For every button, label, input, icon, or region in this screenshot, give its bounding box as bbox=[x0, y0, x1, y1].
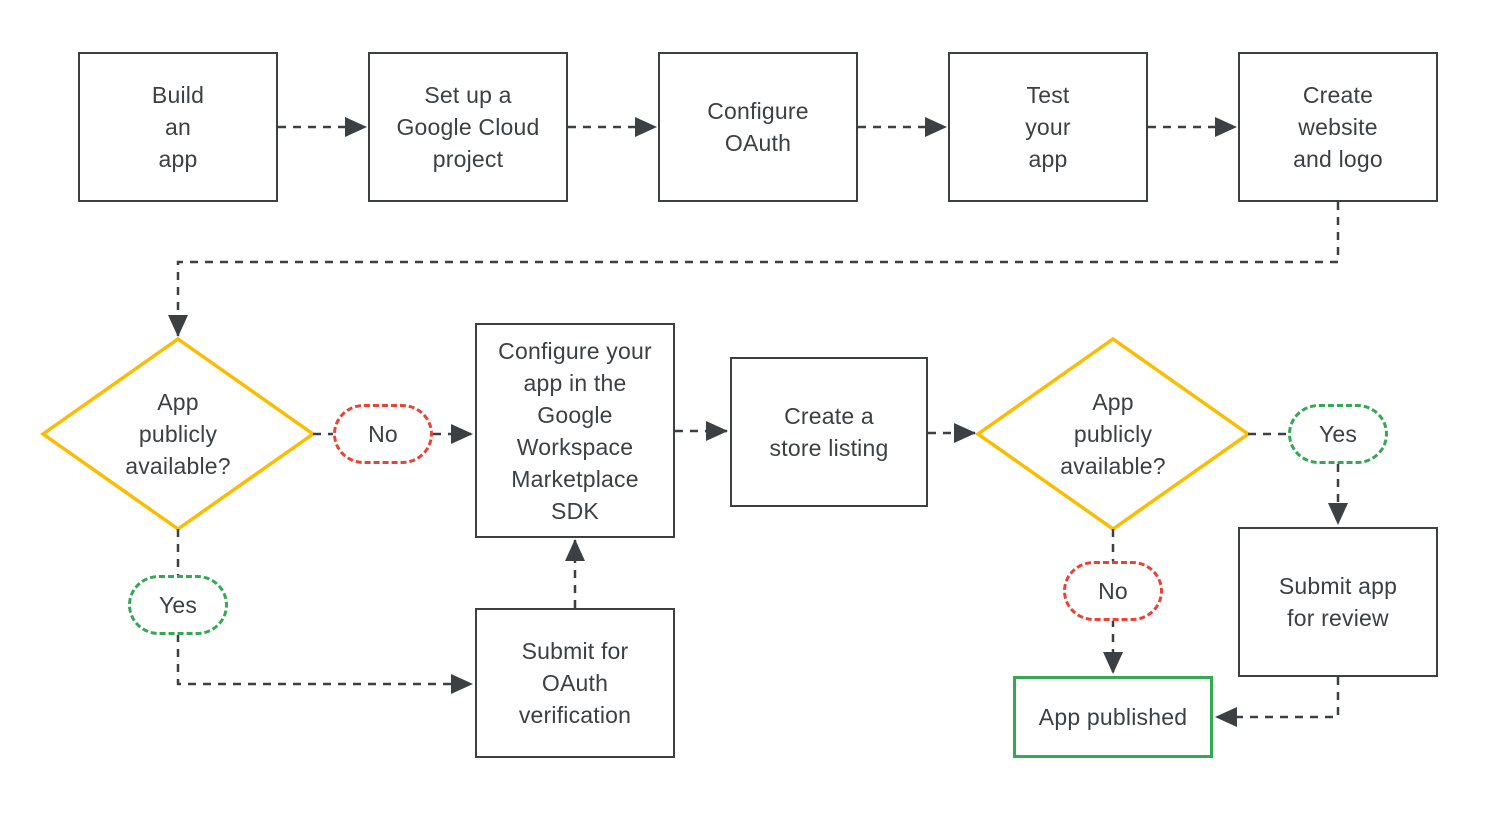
connector-review-to-published bbox=[1215, 677, 1340, 727]
step-test-your-app-label: Test your app bbox=[1025, 82, 1071, 172]
step-test-your-app: Test your app bbox=[948, 52, 1148, 202]
decision-app-publicly-available-1-label: App publicly available? bbox=[125, 389, 231, 479]
step-submit-app-for-review-label: Submit app for review bbox=[1278, 573, 1398, 631]
step-app-published-label: App published bbox=[1038, 704, 1188, 730]
step-setup-google-cloud-project: Set up a Google Cloud project bbox=[368, 52, 568, 202]
step-submit-oauth-verification: Submit for OAuth verification bbox=[475, 608, 675, 758]
step-setup-google-cloud-project-label: Set up a Google Cloud project bbox=[396, 82, 540, 172]
decision-app-publicly-available-1: App publicly available? bbox=[43, 339, 313, 529]
step-build-app-label: Build an app bbox=[151, 82, 205, 172]
connector-website-to-decision1 bbox=[168, 202, 1340, 337]
step-create-store-listing-label: Create a store listing bbox=[769, 403, 889, 461]
decision-app-publicly-available-2: App publicly available? bbox=[978, 339, 1248, 529]
step-submit-app-for-review: Submit app for review bbox=[1238, 527, 1438, 677]
step-configure-oauth-label: Configure OAuth bbox=[707, 98, 809, 156]
step-submit-oauth-verification-label: Submit for OAuth verification bbox=[518, 638, 632, 728]
branch-yes-1: Yes bbox=[128, 575, 228, 635]
branch-yes-1-label: Yes bbox=[158, 592, 198, 618]
branch-no-2-label: No bbox=[1098, 578, 1128, 604]
step-create-store-listing: Create a store listing bbox=[730, 357, 928, 507]
step-configure-marketplace-sdk-label: Configure your app in the Google Workspa… bbox=[498, 337, 652, 524]
step-create-website-and-logo-label: Create website and logo bbox=[1293, 82, 1383, 172]
step-build-app: Build an app bbox=[78, 52, 278, 202]
step-configure-oauth: Configure OAuth bbox=[658, 52, 858, 202]
branch-no-2: No bbox=[1063, 561, 1163, 621]
step-create-website-and-logo: Create website and logo bbox=[1238, 52, 1438, 202]
branch-no-1-label: No bbox=[368, 421, 398, 447]
step-app-published: App published bbox=[1013, 676, 1213, 758]
branch-no-1: No bbox=[333, 404, 433, 464]
decision-app-publicly-available-2-label: App publicly available? bbox=[1060, 389, 1166, 479]
step-configure-marketplace-sdk: Configure your app in the Google Workspa… bbox=[475, 323, 675, 538]
branch-yes-2-label: Yes bbox=[1318, 421, 1358, 447]
branch-yes-2: Yes bbox=[1288, 404, 1388, 464]
